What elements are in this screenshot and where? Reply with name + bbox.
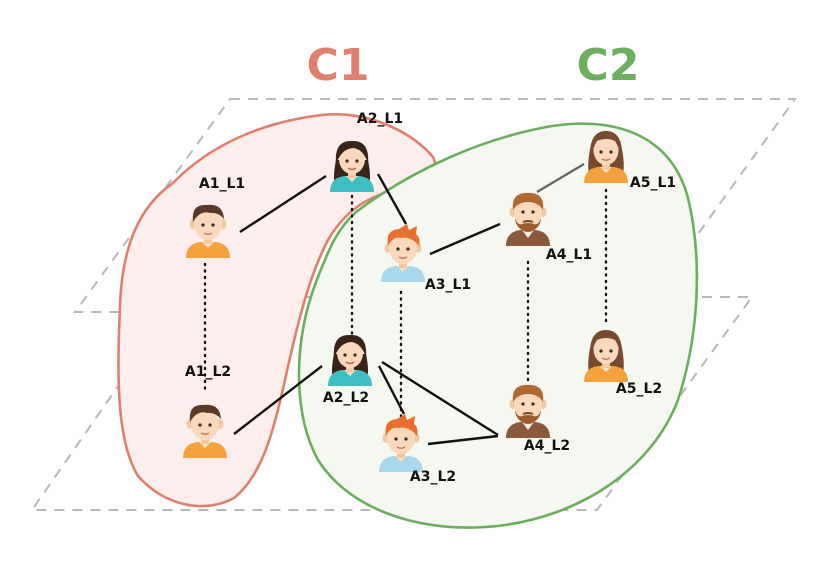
node-label-a4-l1: A4_L1 xyxy=(546,247,592,263)
node-a3-l1: A3_L1 xyxy=(380,223,471,293)
node-label-a2-l2: A2_L2 xyxy=(323,390,369,406)
node-a1-l1: A1_L1 xyxy=(185,176,245,259)
edge-a3l2-a4l2 xyxy=(427,434,499,446)
cluster-c1-title: C1 xyxy=(307,40,370,91)
node-label-a1-l1: A1_L1 xyxy=(199,176,245,192)
node-label-a4-l2: A4_L2 xyxy=(524,438,570,454)
node-a5-l1: A5_L1 xyxy=(583,130,676,191)
node-a4-l2: A4_L2 xyxy=(505,383,570,454)
node-a2-l2: A2_L2 xyxy=(323,334,373,406)
node-label-a3-l1: A3_L1 xyxy=(425,277,471,293)
node-label-a2-l1: A2_L1 xyxy=(357,111,403,127)
node-label-a1-l2: A1_L2 xyxy=(185,364,231,380)
node-a1-l2: A1_L2 xyxy=(182,364,231,459)
cluster-c2-title: C2 xyxy=(577,40,640,91)
edge-a2l1-a3l1 xyxy=(376,173,408,225)
node-label-a5-l1: A5_L1 xyxy=(630,175,676,191)
node-a3-l2: A3_L2 xyxy=(378,413,456,485)
edge-a2l2-a3l2 xyxy=(377,365,406,415)
node-a2-l1: A2_L1 xyxy=(329,111,403,193)
node-a5-l2: A5_L2 xyxy=(583,329,662,397)
edge-a2l2-a4l2 xyxy=(381,360,499,437)
edge-a1l2-a2l2 xyxy=(233,365,323,435)
layer-plane-l1 xyxy=(73,98,797,313)
node-label-a5-l2: A5_L2 xyxy=(616,381,662,397)
node-a4-l1: A4_L1 xyxy=(505,191,592,263)
node-label-a3-l2: A3_L2 xyxy=(410,469,456,485)
edge-a3l1-a4l1 xyxy=(429,222,501,256)
edge-a1l1-a2l1 xyxy=(239,174,327,234)
edge-a4l1-a5l1 xyxy=(536,162,585,194)
